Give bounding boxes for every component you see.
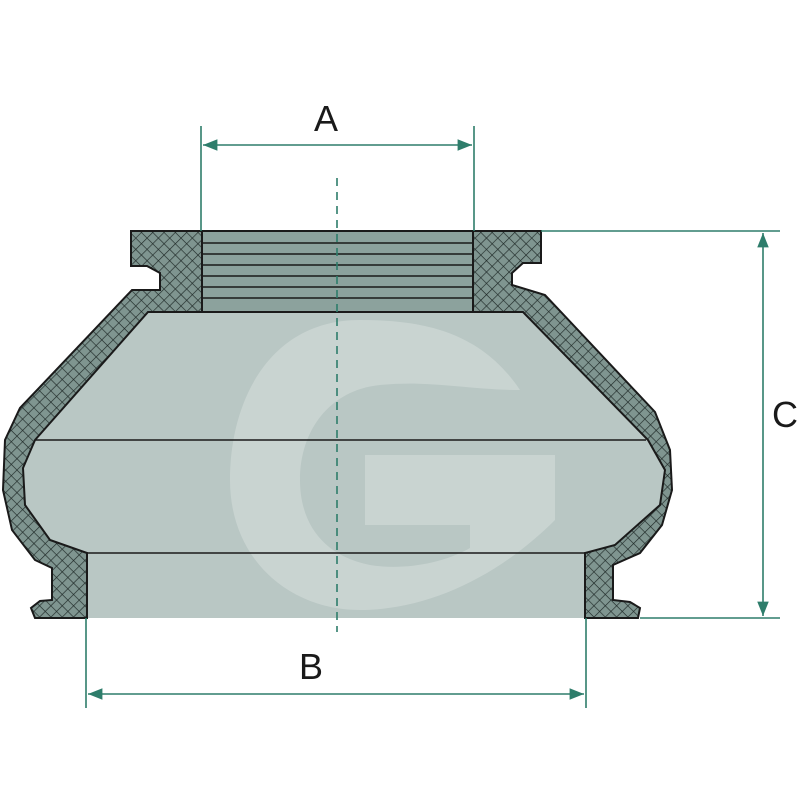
dimension-a: A xyxy=(200,98,475,231)
dimension-label-a: A xyxy=(314,98,338,139)
dimension-label-c: C xyxy=(772,394,798,435)
threaded-insert xyxy=(201,230,474,313)
dimension-c: C xyxy=(541,230,798,619)
boot-wall-section xyxy=(1,230,674,619)
dimension-label-b: B xyxy=(299,646,323,687)
dimension-b: B xyxy=(85,618,587,708)
watermark-logo xyxy=(230,320,555,610)
